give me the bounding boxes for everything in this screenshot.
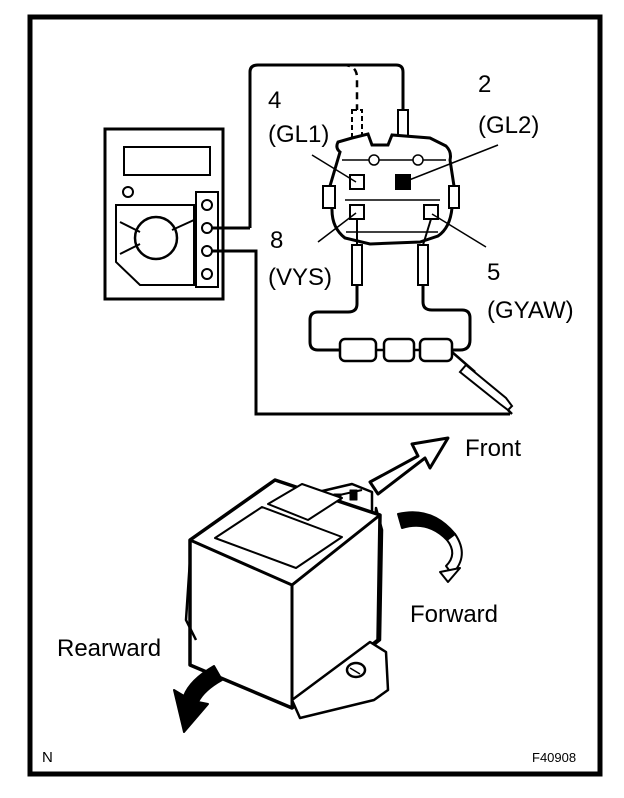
rearward-label: Rearward (57, 635, 161, 662)
pin4-name: (GL1) (268, 121, 329, 148)
meter-leads (212, 226, 510, 416)
multimeter-icon (103, 127, 225, 301)
corner-mark: N (42, 749, 53, 766)
figure-frame (27, 14, 603, 777)
sensor-unit-icon (184, 478, 390, 720)
rearward-arrow-icon (173, 665, 223, 733)
pin4-number: 4 (268, 87, 281, 114)
wire-pin8 (308, 285, 359, 352)
pin2-number: 2 (478, 71, 491, 98)
wire-to-pin4-dashed (342, 63, 359, 112)
wire-pin5 (421, 285, 472, 352)
front-arrow-icon (368, 436, 450, 496)
resistor-icon (338, 337, 454, 363)
pin5-name: (GYAW) (487, 297, 574, 324)
forward-label: Forward (410, 601, 498, 628)
wire-to-pin2 (248, 63, 405, 228)
connector-icon (322, 132, 460, 246)
pin8-name: (VYS) (268, 264, 332, 291)
figure-code: F40908 (532, 750, 576, 765)
leader-lines (311, 144, 499, 248)
probe-icon (451, 351, 514, 415)
pin5-number: 5 (487, 259, 500, 286)
front-label: Front (465, 435, 521, 462)
pin8-number: 8 (270, 227, 283, 254)
pin2-name: (GL2) (478, 112, 539, 139)
forward-rotation-arrow-icon (397, 511, 463, 583)
